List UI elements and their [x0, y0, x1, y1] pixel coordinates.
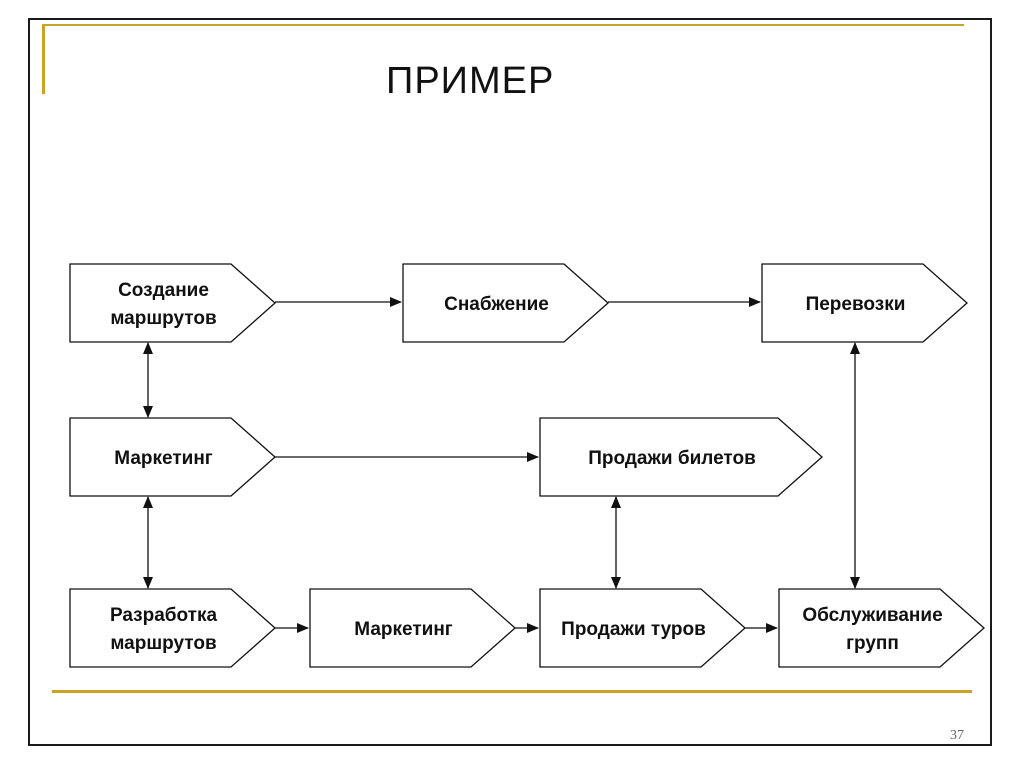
node-shape [539, 588, 746, 668]
node-marketing-bottom: Маркетинг [309, 588, 516, 668]
edges-layer [143, 297, 860, 633]
node-label: Снабжение [444, 294, 549, 315]
node-label: Продажи билетов [588, 448, 756, 469]
node-prodazhi-biletov: Продажи билетов [539, 417, 823, 497]
nodes-layer: Создание маршрутов Снабжение ПеревозкиМарке… [69, 263, 985, 668]
node-label: маршрутов [110, 308, 216, 329]
node-shape [69, 263, 276, 343]
node-label: Перевозки [806, 294, 906, 315]
node-shape [69, 417, 276, 497]
accent-line-top [42, 24, 964, 26]
node-prodazhi-turov: Продажи туров [539, 588, 746, 668]
accent-line-bottom [52, 690, 972, 693]
node-shape [402, 263, 609, 343]
page-number: 37 [950, 728, 964, 743]
node-sozdanie: Создание маршрутов [69, 263, 276, 343]
node-perevozki: Перевозки [761, 263, 968, 343]
slide-title: ПРИМЕР [386, 60, 555, 102]
node-label: Создание [118, 280, 209, 301]
node-marketing-top: Маркетинг [69, 417, 276, 497]
node-obsluzhivanie: Обслуживание групп [778, 588, 985, 668]
node-label: групп [846, 633, 899, 654]
node-shape [309, 588, 516, 668]
node-label: Маркетинг [114, 448, 213, 469]
node-shape [69, 588, 276, 668]
node-shape [761, 263, 968, 343]
node-label: Разработка [110, 605, 218, 626]
node-label: Обслуживание [802, 605, 942, 626]
node-razrabotka: Разработка маршрутов [69, 588, 276, 668]
node-shape [539, 417, 823, 497]
accent-line-vertical [42, 24, 45, 94]
node-snabzhenie: Снабжение [402, 263, 609, 343]
node-label: Продажи туров [561, 619, 706, 640]
node-label: маршрутов [110, 633, 216, 654]
node-shape [778, 588, 985, 668]
node-label: Маркетинг [354, 619, 453, 640]
